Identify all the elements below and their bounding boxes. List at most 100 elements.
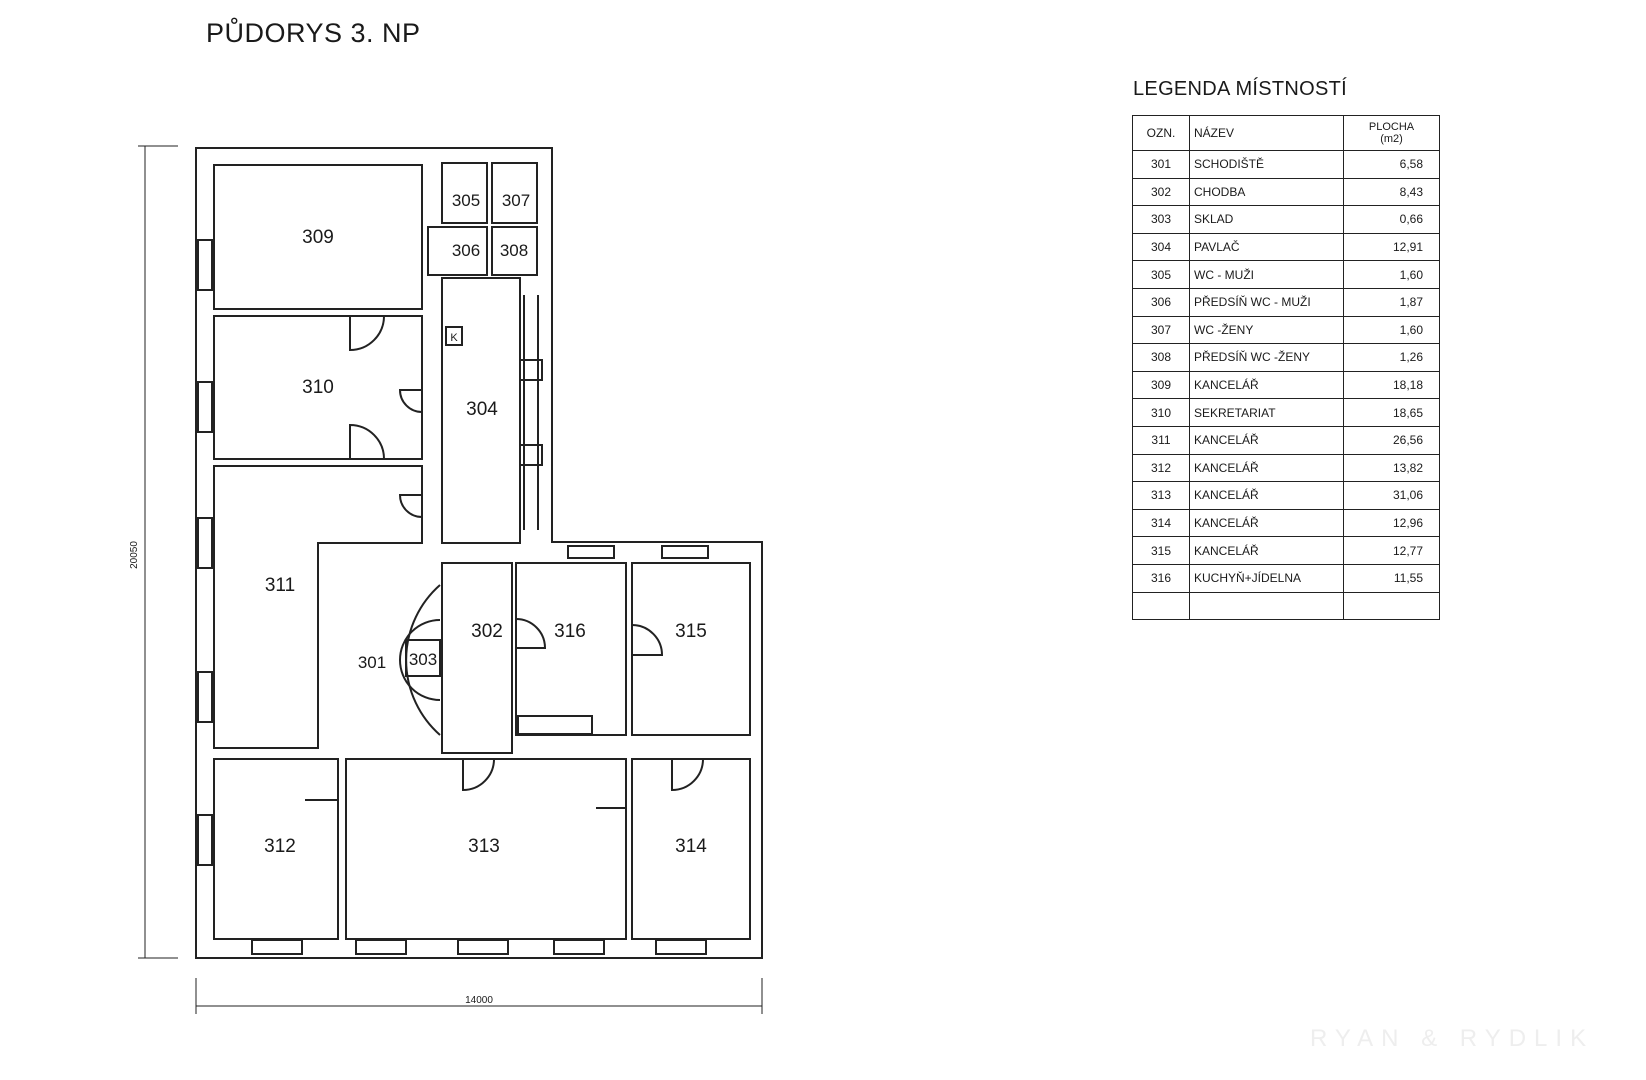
legend-header-code: OZN. — [1132, 115, 1190, 151]
room-label-301: 301 — [358, 653, 386, 672]
stair-mark: K — [450, 332, 458, 344]
legend-cell-code: 302 — [1132, 177, 1190, 207]
legend-cell-code: 306 — [1132, 287, 1190, 317]
room-label-311: 311 — [265, 575, 295, 596]
dimension-width: 14000 — [465, 995, 493, 1006]
room-label-312: 312 — [264, 836, 296, 857]
room-label-314: 314 — [675, 836, 707, 857]
room-304 — [441, 277, 521, 544]
legend-cell-code: 316 — [1132, 563, 1190, 593]
legend-cell-area: 31,06 — [1343, 481, 1440, 510]
legend-cell-name — [1189, 591, 1344, 621]
legend-cell-area: 12,91 — [1343, 232, 1440, 262]
room-306 — [427, 226, 488, 276]
legend-cell-name: KANCELÁŘ — [1189, 370, 1344, 400]
legend-cell-code: 301 — [1132, 150, 1190, 179]
legend-header-row: OZN. NÁZEV PLOCHA (m2) — [1132, 115, 1440, 151]
legend-cell-code: 314 — [1132, 508, 1190, 538]
legend-cell-code: 308 — [1132, 343, 1190, 372]
legend-cell-code: 307 — [1132, 315, 1190, 345]
legend-header-area: PLOCHA (m2) — [1343, 115, 1440, 151]
legend-cell-name: WC - MUŽI — [1189, 260, 1344, 289]
room-label-308: 308 — [500, 241, 528, 260]
room-302 — [441, 562, 513, 754]
legend-header-area-label: PLOCHA — [1368, 121, 1415, 133]
legend-cell-name: SKLAD — [1189, 205, 1344, 234]
legend-cell-code: 311 — [1132, 425, 1190, 455]
legend-cell-name: KUCHYŇ+JÍDELNA — [1189, 563, 1344, 593]
legend-cell-code: 312 — [1132, 453, 1190, 483]
room-315 — [631, 562, 751, 736]
room-label-309: 309 — [302, 227, 334, 248]
table-row — [1132, 591, 1440, 621]
legend-cell-code: 315 — [1132, 536, 1190, 565]
legend-cell-name: PAVLAČ — [1189, 232, 1344, 262]
legend-header-name: NÁZEV — [1189, 115, 1344, 151]
room-label-305: 305 — [452, 191, 480, 210]
room-label-316: 316 — [554, 621, 586, 642]
legend-cell-name: WC -ŽENY — [1189, 315, 1344, 345]
legend-header-area-unit: (m2) — [1380, 133, 1403, 145]
room-307 — [491, 162, 538, 224]
legend-cell-area: 11,55 — [1343, 563, 1440, 593]
legend-cell-name: PŘEDSÍŇ WC -ŽENY — [1189, 343, 1344, 372]
dimension-height: 20050 — [129, 541, 140, 569]
legend-cell-area: 18,18 — [1343, 370, 1440, 400]
staircase-arc-inner — [399, 619, 441, 701]
legend-cell-area: 6,58 — [1343, 150, 1440, 179]
room-label-304: 304 — [466, 399, 498, 420]
legend-cell-area: 1,60 — [1343, 260, 1440, 289]
room-311 — [213, 465, 423, 749]
legend-cell-code — [1132, 591, 1190, 621]
legend-cell-area: 0,66 — [1343, 205, 1440, 234]
staircase-arc — [405, 584, 441, 736]
room-308 — [491, 226, 538, 276]
legend-cell-name: KANCELÁŘ — [1189, 481, 1344, 510]
room-label-302: 302 — [471, 621, 503, 642]
legend-cell-code: 310 — [1132, 398, 1190, 427]
legend-cell-area — [1343, 591, 1440, 621]
outer-wall — [195, 147, 763, 959]
legend-cell-code: 305 — [1132, 260, 1190, 289]
legend-cell-name: SCHODIŠTĚ — [1189, 150, 1344, 179]
room-309 — [213, 164, 423, 310]
legend-cell-name: KANCELÁŘ — [1189, 425, 1344, 455]
legend-cell-area: 18,65 — [1343, 398, 1440, 427]
room-label-307: 307 — [502, 191, 530, 210]
watermark: RYAN & RYDLIK — [1310, 1025, 1595, 1052]
legend-cell-code: 309 — [1132, 370, 1190, 400]
room-label-315: 315 — [675, 621, 707, 642]
room-label-306: 306 — [452, 241, 480, 260]
legend-title: LEGENDA MÍSTNOSTÍ — [1133, 78, 1348, 100]
legend-cell-area: 12,77 — [1343, 536, 1440, 565]
legend-cell-name: PŘEDSÍŇ WC - MUŽI — [1189, 287, 1344, 317]
legend-cell-name: KANCELÁŘ — [1189, 536, 1344, 565]
legend-cell-code: 304 — [1132, 232, 1190, 262]
room-305 — [441, 162, 488, 224]
legend-cell-area: 1,26 — [1343, 343, 1440, 372]
legend-cell-name: SEKRETARIAT — [1189, 398, 1344, 427]
room-label-313: 313 — [468, 836, 500, 857]
legend-cell-area: 1,60 — [1343, 315, 1440, 345]
legend-cell-area: 13,82 — [1343, 453, 1440, 483]
legend-cell-area: 1,87 — [1343, 287, 1440, 317]
room-310 — [213, 315, 423, 460]
